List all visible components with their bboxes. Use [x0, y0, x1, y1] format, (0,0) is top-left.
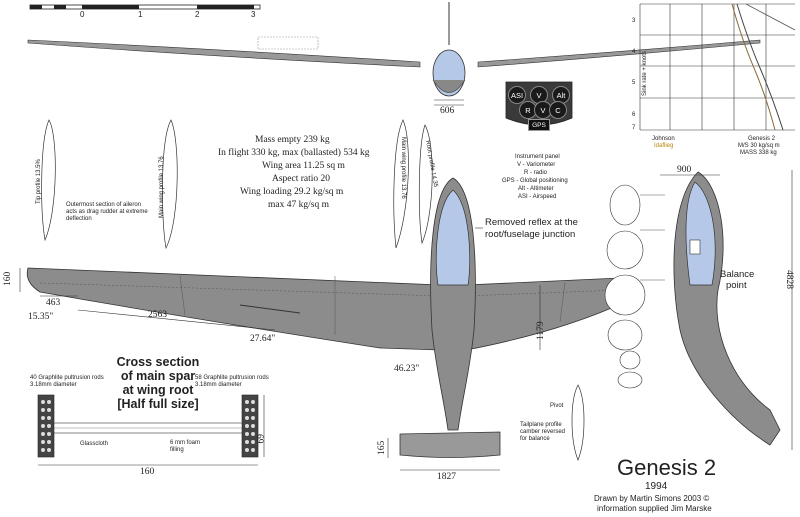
plan-view-wing [26, 267, 632, 351]
spec-line: Aspect ratio 20 [272, 174, 331, 184]
spec-line: Wing loading 29.2 kg/sq m [240, 187, 344, 197]
note-foam: 6 mm foam filling [170, 440, 201, 453]
dim-tail-span: 1827 [437, 472, 456, 482]
spar-title-line: at wing root [122, 383, 194, 397]
spec-line: Wing area 11.25 sq m [262, 161, 345, 171]
aircraft-name: Genesis 2 [617, 455, 717, 480]
scale-tick-0: 0 [80, 10, 85, 19]
scale-tick-2: 2 [195, 10, 200, 19]
note-reflex-2: root/fuselage junction [485, 229, 576, 240]
legend-line: Instrument panel [515, 154, 560, 160]
credit-line-2: information supplied Jim Marske [597, 504, 712, 513]
spar-title-line: of main spar [120, 369, 196, 383]
aircraft-year: 1994 [645, 481, 668, 492]
scale-bar [29, 4, 261, 10]
note-glasscloth: Glasscloth [80, 441, 109, 447]
polar-label-ms: M/S 30 kg/sq m [738, 143, 780, 149]
polar-tick: 7 [632, 125, 636, 131]
side-view-fuselage [673, 171, 781, 446]
legend-line: ASI - Airspeed [518, 194, 557, 200]
scale-tick-3: 3 [251, 10, 256, 19]
dimension-lines [19, 104, 793, 471]
spec-line: In flight 330 kg, max (ballasted) 534 kg [218, 148, 370, 158]
dim-nose-width: 606 [440, 106, 455, 116]
note-aileron: Outermost section of aileron acts as dra… [66, 202, 148, 222]
note-right-rods: 58 Graphlite pultrusion rods 3.18mm diam… [195, 375, 269, 388]
note-reflex-1: Removed reflex at the [485, 217, 578, 228]
polar-tick: 4 [632, 49, 636, 55]
polar-tick: 6 [632, 112, 636, 118]
polar-tick: 5 [632, 80, 636, 86]
polar-chart [639, 3, 796, 131]
spar-cross-section [37, 394, 259, 458]
dim-spar-height: 69 [254, 434, 264, 444]
spec-line: max 47 kg/sq m [268, 200, 329, 210]
dim-mid-angle: 27.64" [250, 334, 276, 344]
legend-line: Alt - Altimeter [518, 186, 554, 192]
polar-label-mass: MASS 338 kg [740, 150, 777, 156]
fuselage-cross-sections [604, 184, 665, 389]
note-pivot: Pivot [550, 403, 564, 409]
spar-title-line: Cross section [116, 355, 200, 369]
compass-gauge: C [549, 101, 567, 119]
note-left-rods: 40 Graphlite pultrusion rods 3.18mm diam… [30, 375, 104, 388]
polar-label-johnson: Johnson [652, 136, 675, 142]
credit-line-1: Drawn by Martin Simons 2003 © [594, 494, 710, 503]
polar-label-idaflieg: Idaflieg [654, 143, 674, 149]
label-main-profile-right: Main wing profile 13.76 [400, 137, 406, 199]
polar-y-label: Sink rate + knots [642, 51, 648, 96]
gps-unit: GPS [528, 119, 550, 131]
label-tip-profile: Tip profile 13.5% [36, 159, 42, 204]
dim-root-angle: 46.23" [394, 364, 420, 374]
spar-title-line: [Half full size] [117, 397, 199, 411]
polar-label-genesis: Genesis 2 [748, 136, 776, 142]
dim-side-height: 900 [677, 165, 692, 175]
plan-view-fuselage [399, 177, 501, 458]
dim-side-length: 4828 [784, 270, 794, 289]
label-main-profile-left: Main wing profile 13.76 [159, 156, 165, 218]
dim-wing-thickness: 160 [3, 271, 13, 286]
dim-tip-chord: 463 [46, 298, 61, 308]
asi-gauge: ASI [508, 86, 526, 104]
polar-tick: 3 [632, 18, 636, 24]
note-balance-1: Balance [720, 269, 755, 280]
dim-spar-width: 160 [140, 467, 155, 477]
legend-line: GPS - Global positioning [502, 178, 568, 184]
note-balance-2: point [726, 280, 747, 291]
airfoil-profiles [41, 119, 585, 461]
legend-line: V - Variometer [517, 162, 556, 168]
dim-tail-thickness: 165 [377, 440, 387, 455]
legend-line: R - radio [524, 170, 548, 176]
dim-root-chord: 1179 [536, 321, 546, 340]
dim-tip-sweep: 15.35" [28, 312, 54, 322]
spec-line: Mass empty 239 kg [255, 135, 330, 145]
scale-tick-1: 1 [138, 10, 143, 19]
note-tailplane: Tailplane profile camber reversed for ba… [520, 422, 566, 442]
dim-panel-span: 2563 [148, 310, 167, 320]
front-view [27, 2, 761, 101]
